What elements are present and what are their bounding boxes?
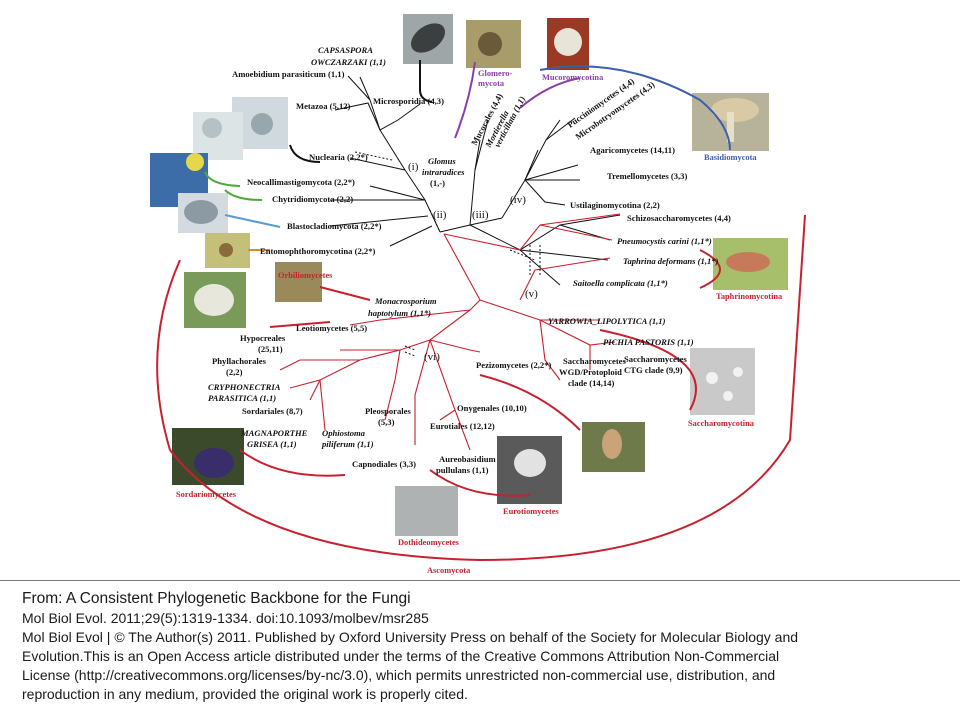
- phylogenetic-tree: Glomero-mycota Mucoromycotina Basidiomyc…: [150, 14, 806, 575]
- dothideomycetes-label: Dothideomycetes: [398, 538, 460, 547]
- ascomycota-outer-arc: [156, 214, 806, 562]
- group-arcs: [156, 60, 806, 562]
- taxon-entomophthoromycotina: Entomophthoromycotina (2,2*): [260, 246, 376, 256]
- taxon-onygenales: Onygenales (10,10): [457, 403, 527, 413]
- pezizomycetes-arc: [479, 374, 581, 431]
- taphrinomycotina-arc: [699, 249, 721, 289]
- ascomycota-label: Ascomycota: [427, 566, 471, 575]
- taxon-pichia: PICHIA PASTORIS (1,1): [603, 337, 694, 347]
- taxon-magnaporthe-2: GRISEA (1,1): [247, 439, 297, 449]
- taxon-tremellomycetes: Tremellomycetes (3,3): [607, 171, 687, 181]
- leotiomycetes-arc: [269, 321, 331, 328]
- taxon-aureobasidium-1: Aureobasidium: [439, 454, 497, 464]
- taxon-sacch-wgd-2: WGD/Protoploid: [559, 367, 622, 377]
- caption-citation: Mol Biol Evol. 2011;29(5):1319-1334. doi…: [22, 610, 429, 626]
- taxon-amoebidium: Amoebidium parasiticum (1,1): [232, 69, 345, 79]
- taxon-neocallimastigomycota: Neocallimastigomycota (2,2*): [247, 177, 355, 187]
- chytridiomycota-bracket: [224, 189, 263, 201]
- saccharomycotina-arc: [599, 329, 697, 411]
- taxon-saitoella: Saitoella complicata (1,1*): [573, 278, 668, 288]
- neocallimastigomycota-bracket: [204, 171, 241, 187]
- taxon-monacrosporium: Monacrosporium: [374, 296, 437, 306]
- sordariomycetes-label: Sordariomycetes: [176, 490, 237, 499]
- saccharomycotina-label: Saccharomycotina: [688, 419, 755, 428]
- taxon-capsaspora: CAPSASPORA: [318, 45, 373, 55]
- taxon-intraradices: intraradices: [422, 167, 465, 177]
- photo-orbiliomycetes: [275, 262, 322, 302]
- basidiomycota-label: Basidiomycota: [704, 153, 757, 162]
- photo-thumbnails: [150, 14, 788, 536]
- photo-saccharomycotina: [690, 348, 755, 415]
- taxon-owczarzaki: OWCZARZAKI (1,1): [311, 57, 386, 67]
- taxon-sacch-ctg-1: Saccharomycetes: [624, 354, 687, 364]
- taxon-phyllachorales-2: (2,2): [226, 367, 243, 377]
- figure-caption: From: A Consistent Phylogenetic Backbone…: [22, 589, 942, 704]
- eurotiomycetes-arc: [429, 469, 531, 497]
- caption-divider: [0, 580, 960, 581]
- microsporidia-bracket: [419, 60, 433, 103]
- taxon-cryphonectria-2: PARASITICA (1,1): [208, 393, 276, 403]
- taxon-blastocladiomycota: Blastocladiomycota (2,2*): [287, 221, 382, 231]
- taxon-taphrina: Taphrina deformans (1,1*): [623, 256, 719, 266]
- taxon-ophiostoma-1: Ophiostoma: [322, 428, 366, 438]
- taxon-hypocreales-2: (25,11): [258, 344, 283, 354]
- basidiomycota-arc: [539, 65, 731, 151]
- taxon-sacch-wgd-3: clade (14,14): [568, 378, 614, 388]
- nuclearia-bracket: [289, 144, 321, 163]
- taxon-metazoa: Metazoa (5,12): [296, 101, 351, 111]
- phylogeny-figure: Glomero-mycota Mucoromycotina Basidiomyc…: [150, 14, 806, 575]
- clade-ii-label: (ii): [433, 209, 447, 221]
- blastocladiomycota-bracket: [224, 214, 281, 228]
- taxon-chytridiomycota: Chytridiomycota (2,2): [272, 194, 353, 204]
- caption-title: From: A Consistent Phylogenetic Backbone…: [22, 590, 411, 607]
- taxon-ophiostoma-2: piliferum (1,1): [321, 439, 374, 449]
- glomeromycota-arc: [454, 61, 476, 139]
- taxon-phyllachorales-1: Phyllachorales: [212, 356, 267, 366]
- taxon-glomus-counts: (1,-): [430, 178, 445, 188]
- taxon-microsporidia: Microsporidia (4,3): [373, 96, 444, 106]
- caption-license-line-4: reproduction in any medium, provided the…: [22, 686, 468, 702]
- taxon-sacch-ctg-2: CTG clade (9,9): [624, 365, 683, 375]
- taxon-glomus: Glomus: [428, 156, 456, 166]
- taxon-pneumocystis: Pneumocystis carini (1,1*): [617, 236, 712, 246]
- sordariomycetes-arc: [239, 449, 346, 477]
- taxon-capnodiales: Capnodiales (3,3): [352, 459, 416, 469]
- mucoromycotina-label: Mucoromycotina: [542, 73, 604, 82]
- taxon-nuclearia: Nuclearia (2,2*): [309, 152, 368, 162]
- orbiliomycetes-arc: [319, 286, 371, 301]
- caption-license-line-3: License (http://creativecommons.org/lice…: [22, 667, 776, 683]
- clade-vi-label: (vi): [424, 351, 440, 363]
- clade-iv-label: (iv): [510, 194, 526, 206]
- clade-i-label: (i): [408, 161, 419, 173]
- clade-v-label: (v): [525, 288, 538, 300]
- taxon-leotiomycetes: Leotiomycetes (5,5): [296, 323, 367, 333]
- eurotiomycetes-label: Eurotiomycetes: [503, 507, 559, 516]
- taxon-ustilaginomycotina: Ustilaginomycotina (2,2): [570, 200, 660, 210]
- taxon-eurotiales: Eurotiales (12,12): [430, 421, 495, 431]
- orbiliomycetes-label: Orbiliomycetes: [278, 271, 333, 280]
- photo-dothideomycetes: [395, 486, 458, 536]
- taxon-pleosporales-1: Pleosporales: [365, 406, 411, 416]
- clade-iii-label: (iii): [472, 209, 489, 221]
- taphrinomycotina-label: Taphrinomycotina: [716, 292, 783, 301]
- ascomycota-branches: [279, 213, 621, 451]
- taxon-magnaporthe-1: MAGNAPORTHE: [240, 428, 308, 438]
- caption-license-line-2: Evolution.This is an Open Access article…: [22, 648, 780, 664]
- taxon-pleosporales-2: (5,3): [378, 417, 395, 427]
- taxon-agaricomycetes: Agaricomycetes (14,11): [590, 145, 675, 155]
- caption-license-line-1: Mol Biol Evol | © The Author(s) 2011. Pu…: [22, 629, 799, 645]
- taxon-pezizomycetes: Pezizomycetes (2,2*): [476, 360, 552, 370]
- taxon-yarrowia: YARROWIA_LIPOLYTICA (1,1): [548, 316, 666, 326]
- taxon-hypocreales-1: Hypocreales: [240, 333, 286, 343]
- taxon-aureobasidium-2: pullulans (1,1): [436, 465, 489, 475]
- taxon-cryphonectria-1: CRYPHONECTRIA: [208, 382, 281, 392]
- glomeromycota-label: Glomero-mycota: [478, 69, 512, 88]
- taxon-sacch-wgd-1: Saccharomycetes: [563, 356, 626, 366]
- mucoromycotina-arc: [519, 77, 581, 109]
- taxon-schizosaccharomycetes: Schizosaccharomycetes (4,4): [627, 213, 731, 223]
- dashed-branches: [354, 151, 541, 357]
- taxon-sordariales: Sordariales (8,7): [242, 406, 303, 416]
- taxon-haptotylum: haptotylum (1,1*): [368, 308, 431, 318]
